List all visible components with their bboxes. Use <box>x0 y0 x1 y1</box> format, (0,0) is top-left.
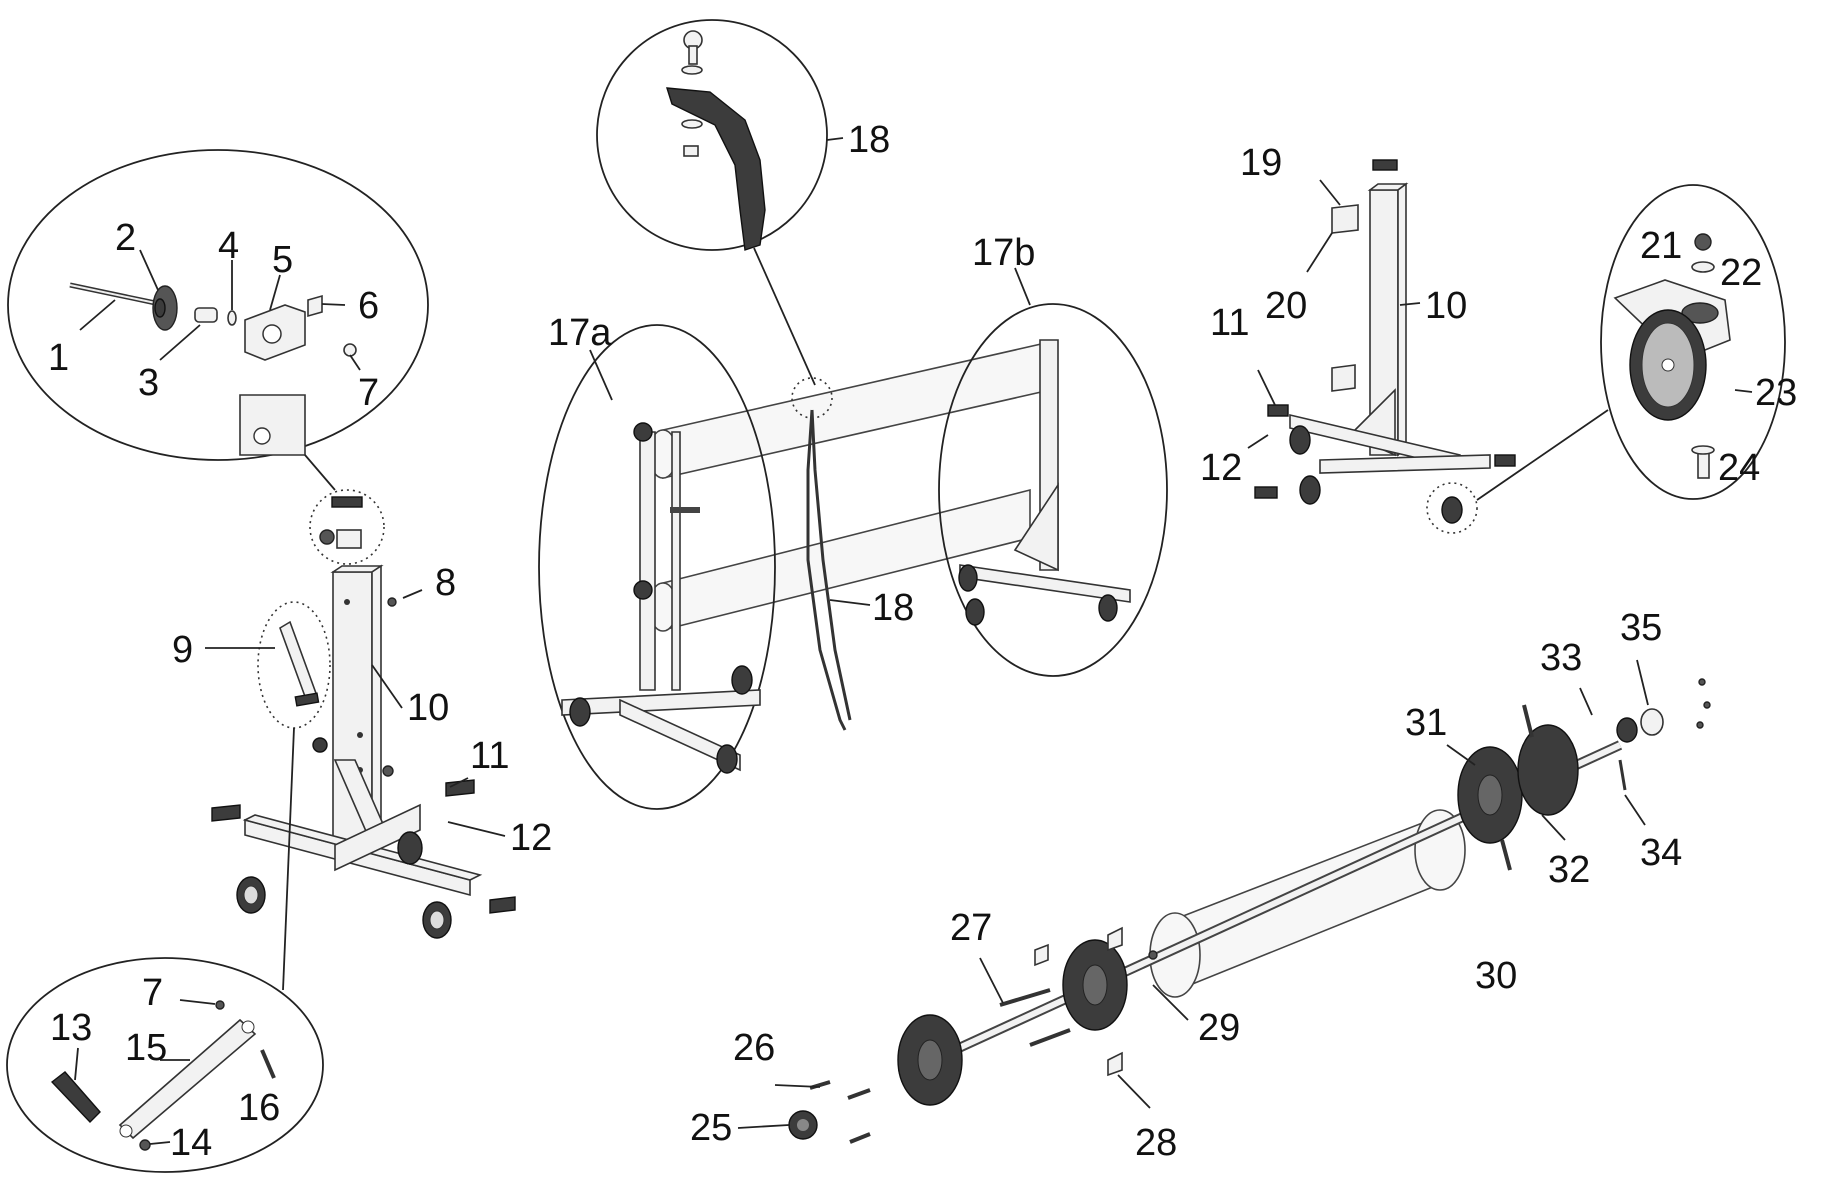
label-part-18-top: 18 <box>848 119 890 161</box>
label-part-6: 6 <box>358 285 379 327</box>
label-part-34: 34 <box>1640 832 1682 874</box>
label-part-31: 31 <box>1405 702 1447 744</box>
label-part-5: 5 <box>272 239 293 281</box>
caster-wheel <box>397 831 423 865</box>
full-reel-assembly <box>538 19 1168 810</box>
label-part-3: 3 <box>138 362 159 404</box>
label-part-18-bottom: 18 <box>872 587 914 629</box>
label-part-24: 24 <box>1718 447 1760 489</box>
label-part-8: 8 <box>435 562 456 604</box>
label-part-10-right: 10 <box>1425 285 1467 327</box>
label-part-33: 33 <box>1540 637 1582 679</box>
label-part-1: 1 <box>48 337 69 379</box>
label-part-19: 19 <box>1240 142 1282 184</box>
label-part-17b: 17b <box>972 232 1035 274</box>
part-number-labels: 1 2 3 4 5 6 7 8 9 10 11 12 7 13 15 16 14… <box>48 119 1797 1164</box>
label-part-10-left: 10 <box>407 687 449 729</box>
caster-wheel <box>422 901 452 939</box>
label-part-7-crank: 7 <box>142 972 163 1014</box>
label-part-22: 22 <box>1720 252 1762 294</box>
label-part-12-right: 12 <box>1200 447 1242 489</box>
label-part-26: 26 <box>733 1027 775 1069</box>
label-part-32: 32 <box>1548 849 1590 891</box>
dotted-detail-stand-top <box>309 489 385 565</box>
left-stand-assembly <box>205 564 516 991</box>
label-part-20: 20 <box>1265 285 1307 327</box>
label-part-7-top: 7 <box>358 372 379 414</box>
label-part-14: 14 <box>170 1122 212 1164</box>
label-part-11-left: 11 <box>470 735 509 777</box>
label-part-25: 25 <box>690 1107 732 1149</box>
label-part-16: 16 <box>238 1087 280 1129</box>
label-part-2: 2 <box>115 217 136 259</box>
label-part-13: 13 <box>50 1007 92 1049</box>
label-part-12-left: 12 <box>510 817 552 859</box>
roller-exploded-view <box>737 659 1711 1144</box>
detail-callout-top-bracket <box>7 149 429 491</box>
label-part-30: 30 <box>1475 955 1517 997</box>
detail-callout-caster <box>1600 184 1786 500</box>
label-part-11-right: 11 <box>1210 302 1249 344</box>
label-part-28: 28 <box>1135 1122 1177 1164</box>
detail-callout-crank <box>6 957 324 1173</box>
right-stand-assembly <box>1247 159 1609 534</box>
label-part-35: 35 <box>1620 607 1662 649</box>
crank-handle <box>257 601 331 729</box>
label-part-17a: 17a <box>548 312 612 354</box>
label-part-27: 27 <box>950 907 992 949</box>
label-part-21: 21 <box>1640 225 1682 267</box>
label-part-29: 29 <box>1198 1007 1240 1049</box>
caster-wheel <box>236 876 266 914</box>
label-part-23: 23 <box>1755 372 1797 414</box>
label-part-4: 4 <box>218 225 239 267</box>
label-part-15: 15 <box>125 1027 167 1069</box>
label-part-9: 9 <box>172 629 193 671</box>
